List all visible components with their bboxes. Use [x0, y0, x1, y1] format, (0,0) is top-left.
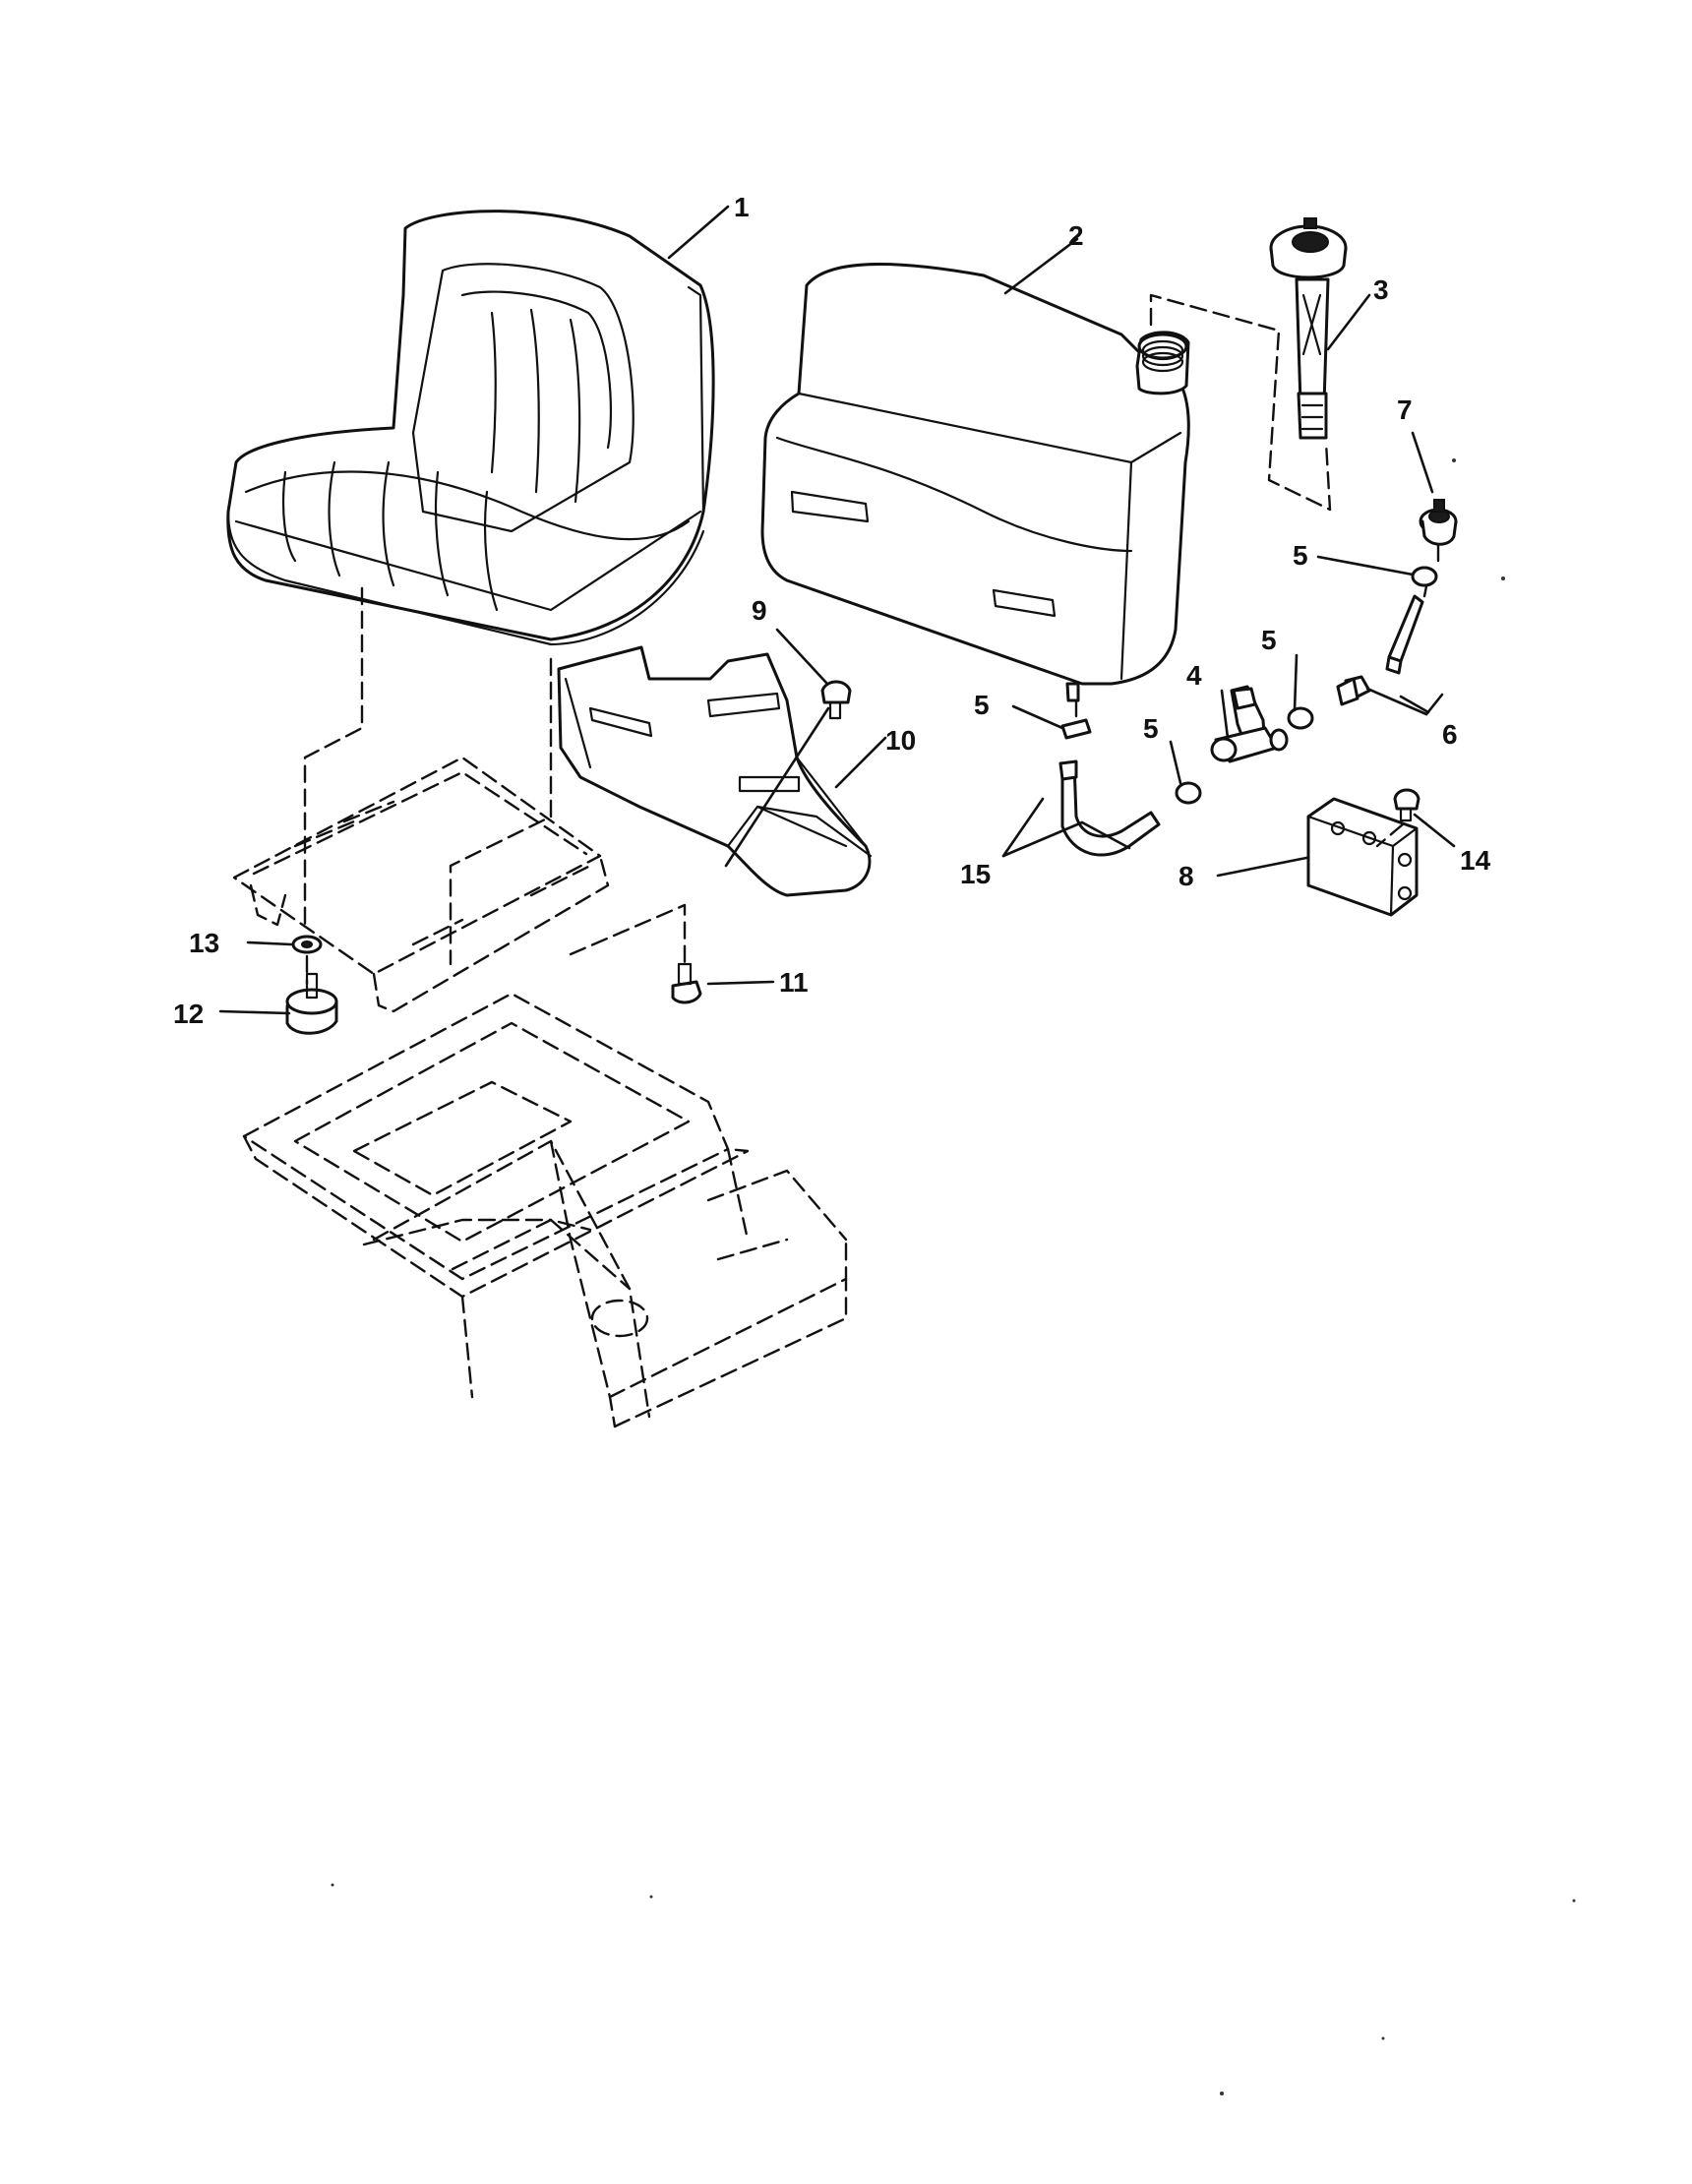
- callout-7: 7: [1397, 394, 1413, 425]
- leader-lines: [218, 205, 1456, 1015]
- callout-10: 10: [885, 725, 916, 756]
- callout-15: 15: [960, 859, 991, 889]
- callout-12: 12: [173, 999, 204, 1029]
- vent-valve: [1419, 499, 1458, 546]
- callout-14: 14: [1460, 845, 1491, 876]
- tank-bracket: [1306, 797, 1419, 917]
- callout-13: 13: [189, 928, 219, 958]
- fuel-cap-gauge: [1269, 217, 1348, 440]
- scan-specks: [331, 458, 1576, 2095]
- heat-shield: [557, 645, 873, 897]
- seat: [226, 210, 715, 646]
- callout-8: 8: [1178, 861, 1194, 891]
- callout-5b: 5: [1261, 625, 1277, 655]
- callout-6: 6: [1442, 719, 1458, 750]
- fuel-tank: [760, 263, 1190, 702]
- callout-9: 9: [752, 595, 767, 626]
- phantom-frame: [232, 293, 1440, 1428]
- callout-4: 4: [1186, 660, 1202, 691]
- callout-5a: 5: [1293, 540, 1308, 571]
- fuel-lines: [1058, 566, 1438, 857]
- callout-labels: 1 2 3 4 5 5 5 5 6 7 8 9 10 11 12 13 14 1…: [173, 192, 1491, 1029]
- callout-5d: 5: [1143, 713, 1159, 744]
- callout-11: 11: [779, 967, 809, 998]
- callout-5c: 5: [974, 690, 990, 720]
- callout-1: 1: [734, 192, 750, 222]
- fasteners: [285, 680, 1420, 1035]
- callout-3: 3: [1373, 274, 1389, 305]
- callout-2: 2: [1068, 220, 1084, 251]
